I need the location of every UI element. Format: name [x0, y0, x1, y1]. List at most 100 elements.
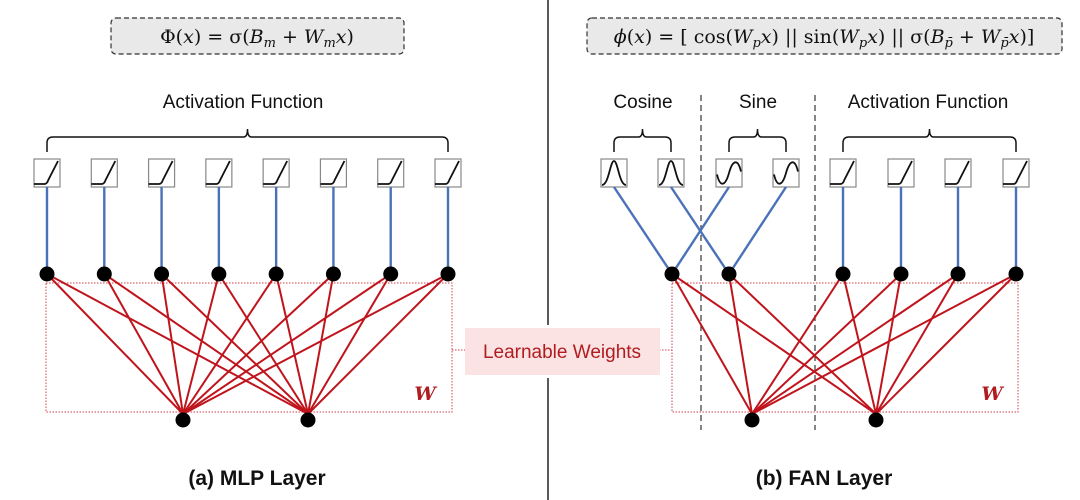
activation-box-relu: [829, 158, 857, 188]
activation-box-relu: [944, 158, 972, 188]
activation-box-relu: [1002, 158, 1030, 188]
activation-box-relu: [887, 158, 915, 188]
weight-edge: [842, 273, 877, 415]
sin-curve-icon: [716, 161, 742, 185]
weight-edge: [160, 273, 184, 415]
weight-edge: [275, 273, 309, 415]
fan-cosine-brace: [613, 128, 672, 152]
weight-edge: [751, 273, 844, 415]
weight-edge: [751, 273, 902, 415]
output-node: [835, 266, 851, 282]
output-node: [96, 266, 112, 282]
weight-edge: [728, 273, 753, 415]
fan-cosine-label: Cosine: [613, 92, 672, 113]
activation-connection: [613, 186, 673, 275]
fan-activation-label: Activation Function: [848, 92, 1009, 113]
weight-edge: [875, 273, 959, 415]
mlp-formula: Φ(x) = σ(Bm + Wmx): [160, 26, 354, 51]
weight-edge: [307, 273, 392, 415]
weight-edge: [182, 273, 220, 415]
relu-curve-icon: [1003, 160, 1028, 185]
output-node: [893, 266, 909, 282]
relu-curve-icon: [435, 160, 460, 185]
input-node: [300, 412, 316, 428]
weight-edge: [751, 273, 1017, 415]
output-node: [154, 266, 170, 282]
relu-curve-icon: [320, 160, 346, 185]
relu-curve-icon: [34, 160, 59, 185]
learnable-weights-label: Learnable Weights: [483, 342, 641, 363]
mlp-activation-label: Activation Function: [163, 92, 324, 113]
activation-box-cos: [657, 158, 685, 188]
output-node: [383, 266, 399, 282]
activation-box-relu: [434, 158, 462, 188]
relu-curve-icon: [91, 160, 117, 185]
mlp-caption: (a) MLP Layer: [188, 467, 325, 490]
weight-edge: [751, 273, 959, 415]
learnable-weights-box: [465, 328, 660, 375]
weight-edge: [307, 273, 335, 415]
activation-box-relu: [90, 158, 118, 188]
relu-curve-icon: [830, 160, 855, 185]
fan-formula-box: ϕ(x) = [ cos(Wpx) || sin(Wpx) || σ(Bp̄ +…: [586, 17, 1063, 55]
weight-edge: [218, 273, 309, 415]
fan-caption: (b) FAN Layer: [756, 467, 893, 490]
weight-edge: [875, 273, 1017, 415]
relu-curve-icon: [377, 160, 403, 185]
fan-weight-symbol: W: [981, 383, 1004, 405]
weight-edge: [182, 273, 449, 415]
weight-edge: [671, 273, 877, 415]
relu-curve-icon: [263, 160, 288, 185]
mlp-layer: [33, 128, 462, 428]
activation-box-relu: [205, 158, 233, 188]
mlp-formula-box: Φ(x) = σ(Bm + Wmx): [110, 17, 405, 55]
weight-edge: [728, 273, 877, 415]
fan-formula: ϕ(x) = [ cos(Wpx) || sin(Wpx) || σ(Bp̄ +…: [614, 26, 1035, 51]
sin-curve-icon: [773, 161, 799, 185]
relu-curve-icon: [148, 160, 174, 185]
activation-box-sin: [715, 158, 743, 188]
weight-edge: [875, 273, 902, 415]
output-node: [440, 266, 456, 282]
fan-layer: [600, 128, 1030, 428]
weight-edge: [182, 273, 335, 415]
output-node: [664, 266, 680, 282]
activation-box-cos: [600, 158, 628, 188]
cos-curve-icon: [601, 160, 627, 186]
weight-edge: [46, 273, 309, 415]
mlp-activation-brace: [46, 128, 449, 152]
weight-edge: [160, 273, 309, 415]
fan-weight-region: [671, 282, 1019, 413]
weight-edge: [671, 273, 753, 415]
output-node: [1008, 266, 1024, 282]
output-node: [211, 266, 227, 282]
mlp-weight-region: [45, 282, 453, 413]
activation-box-sin: [772, 158, 800, 188]
output-node: [325, 266, 341, 282]
cos-curve-icon: [658, 160, 684, 186]
learnable-weights-callout: Learnable Weights: [452, 328, 672, 375]
activation-box-relu: [33, 158, 61, 188]
relu-curve-icon: [888, 160, 913, 185]
activation-box-relu: [147, 158, 176, 188]
mlp-weight-symbol: W: [414, 383, 437, 405]
output-node: [268, 266, 284, 282]
weight-edge: [103, 273, 309, 415]
input-node: [868, 412, 884, 428]
weight-edge: [182, 273, 277, 415]
output-node: [39, 266, 55, 282]
activation-box-relu: [377, 158, 405, 188]
activation-box-relu: [319, 158, 348, 188]
fan-sine-brace: [728, 128, 787, 152]
weight-edge: [182, 273, 392, 415]
relu-curve-icon: [945, 160, 970, 185]
activation-box-relu: [262, 158, 290, 188]
activation-connection: [727, 186, 788, 275]
input-node: [175, 412, 191, 428]
relu-curve-icon: [205, 160, 231, 185]
weight-edge: [307, 273, 449, 415]
fan-activation-brace: [842, 128, 1017, 152]
input-node: [744, 412, 760, 428]
weight-edge: [46, 273, 184, 415]
